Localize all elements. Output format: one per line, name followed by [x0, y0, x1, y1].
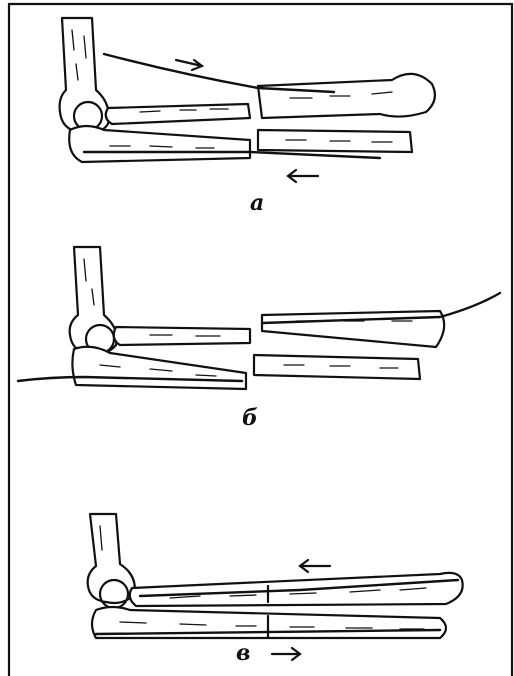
ulna-proximal	[69, 126, 250, 162]
caption-a: a	[250, 190, 264, 216]
ulna-distal	[254, 355, 420, 379]
panel-b: б	[0, 235, 514, 435]
radius-proximal	[106, 104, 250, 124]
arrow-left-icon	[300, 560, 330, 572]
radius-proximal	[114, 327, 250, 345]
caption-c: в	[236, 640, 250, 666]
ulna-proximal	[72, 347, 246, 389]
arrow-right-icon	[176, 60, 202, 70]
arrow-left-icon	[288, 170, 318, 182]
panel-a: a	[0, 0, 514, 230]
radius-distal	[262, 311, 444, 347]
arrow-right-icon	[272, 648, 300, 660]
caption-b: б	[242, 405, 258, 431]
panel-c: в	[0, 506, 514, 676]
panel-c-drawing	[0, 506, 514, 676]
